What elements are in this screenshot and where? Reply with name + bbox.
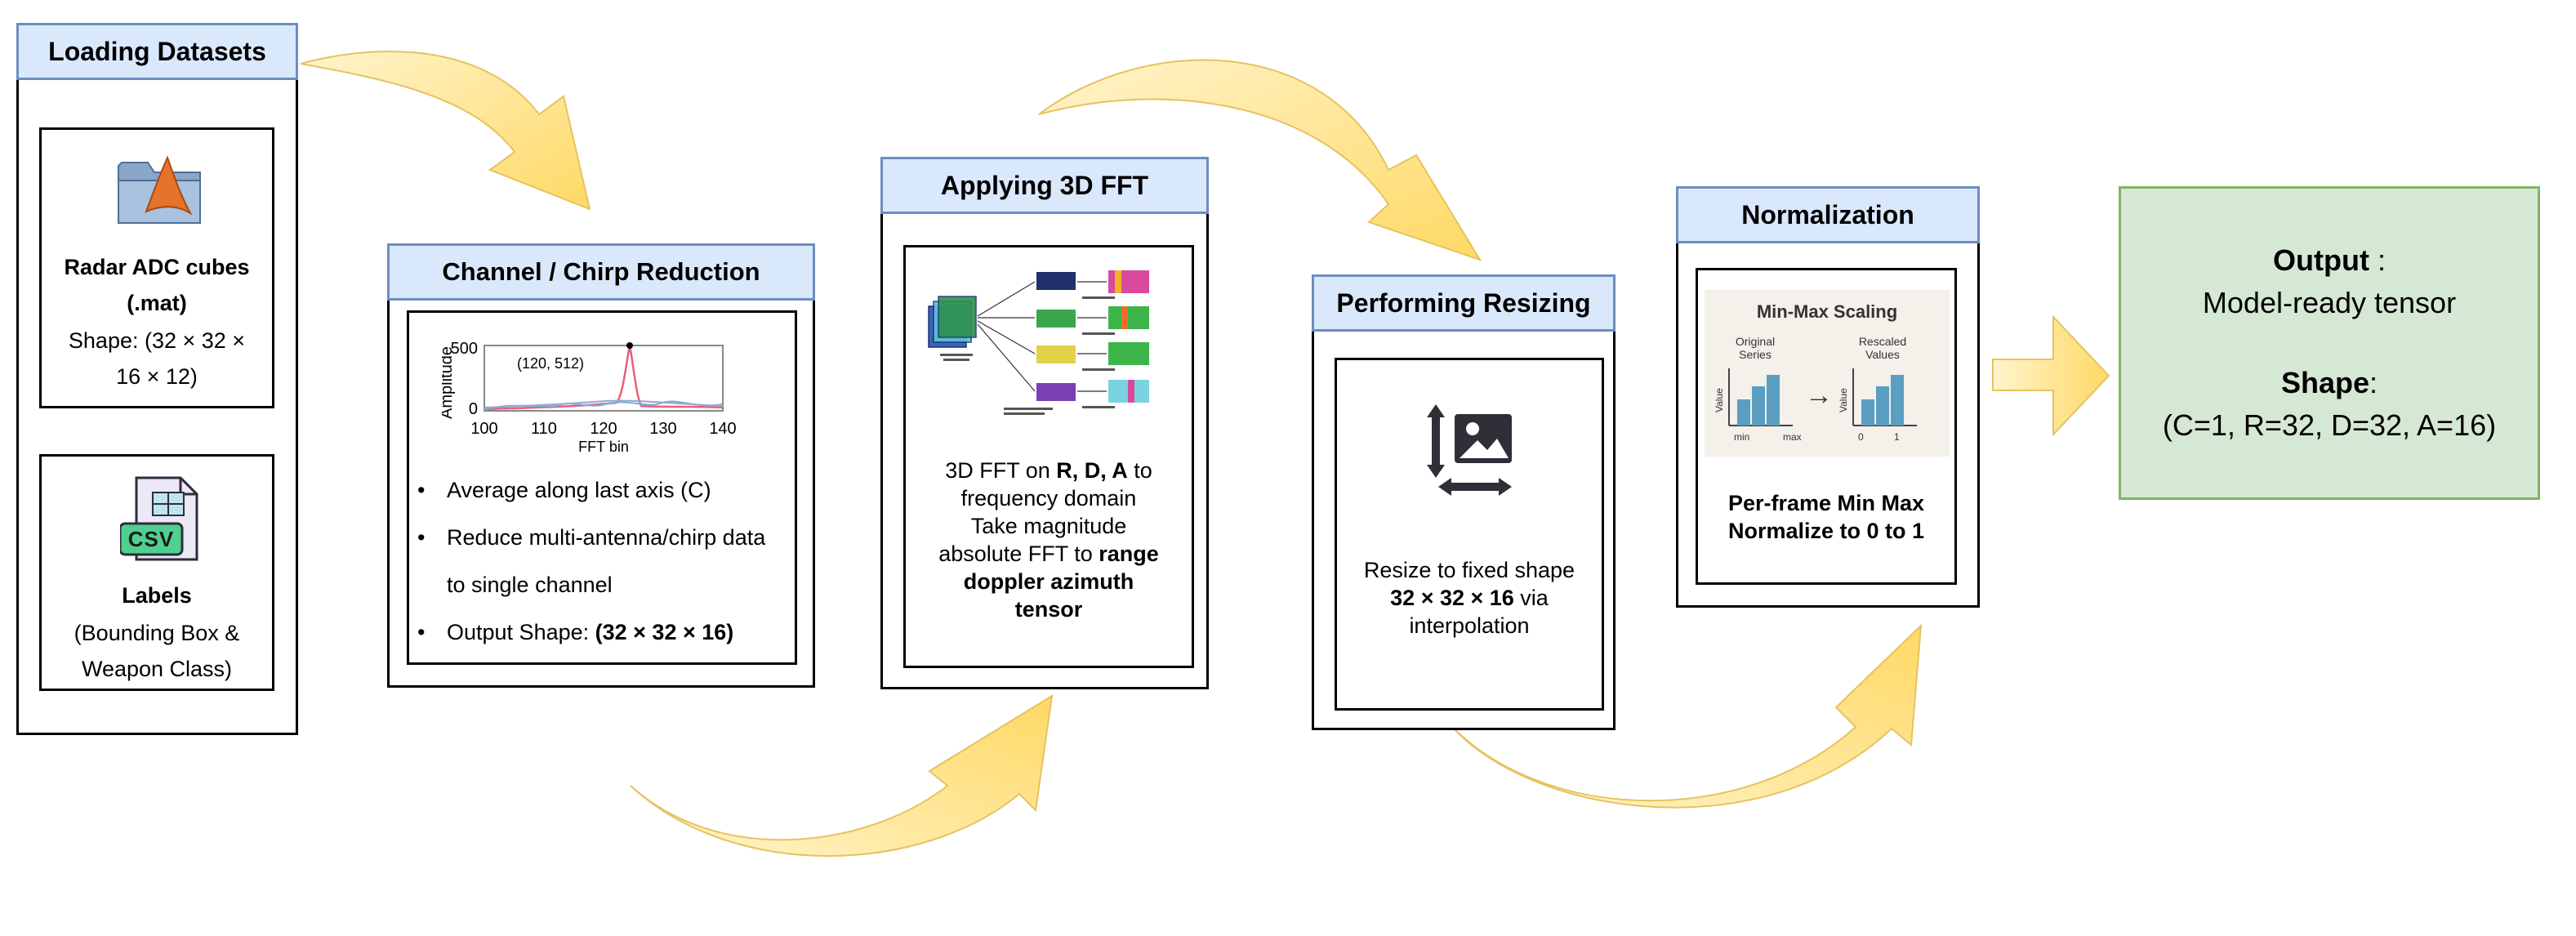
resize-desc-line3: interpolation (1409, 613, 1530, 638)
y-tick-500: 500 (451, 340, 478, 358)
right-max-label: 1 (1894, 431, 1900, 443)
fft-card: 3D FFT on R, D, A to frequency domain Ta… (903, 245, 1194, 668)
radar-title-line2: (.mat) (127, 291, 187, 315)
right-min-label: 0 (1858, 431, 1864, 443)
bullet-reduce-cont: to single channel (447, 573, 613, 597)
loading-datasets-title: Loading Datasets (16, 23, 298, 80)
resizing-title: Performing Resizing (1312, 274, 1616, 332)
fft-cube-diagram-icon (928, 270, 1149, 415)
output-shape-value: (32 × 32 × 16) (595, 620, 734, 644)
scaling-arrow: → (1805, 380, 1833, 411)
x-tick-140: 140 (709, 420, 736, 438)
channel-reduction-card: (120, 512) 500 0 Amplitude 100 110 120 1… (407, 310, 797, 665)
labels-desc-line1: (Bounding Box & (74, 621, 240, 645)
x-axis-label: FFT bin (578, 439, 629, 455)
x-tick-100: 100 (470, 420, 497, 438)
csv-file-icon: CSV (120, 475, 202, 563)
rescaled-label-2: Values (1865, 348, 1900, 361)
normalization-line2: Normalize to 0 to 1 (1727, 519, 1925, 543)
normalization-title: Normalization (1676, 186, 1980, 243)
fft-amplitude-plot: (120, 512) 500 0 Amplitude 100 110 120 1… (442, 340, 737, 455)
labels-desc-line2: Weapon Class) (81, 657, 233, 681)
fft-title: Applying 3D FFT (880, 157, 1209, 214)
x-tick-130: 130 (649, 420, 676, 438)
fft-desc-line2: frequency domain (960, 486, 1137, 510)
output-shape-suffix: : (2369, 366, 2378, 399)
value-axis-left: Value (1714, 388, 1725, 412)
output-label: Output (2273, 243, 2369, 277)
rescaled-label-1: Rescaled (1859, 335, 1906, 348)
straight-arrow (1992, 314, 2110, 437)
resize-desc-line2: 32 × 32 × 16 via (1337, 584, 1602, 612)
bullet-output-shape: Output Shape: (32 × 32 × 16) (409, 608, 793, 656)
csv-tag: CSV (127, 527, 175, 551)
channel-reduction-title: Channel / Chirp Reduction (387, 243, 815, 301)
output-desc: Model-ready tensor (2202, 286, 2457, 319)
fft-desc-line4: absolute FFT to range (906, 540, 1192, 568)
radar-adc-card: Radar ADC cubes (.mat) Shape: (32 × 32 ×… (39, 127, 274, 408)
labels-title: Labels (122, 583, 192, 608)
original-label-2: Series (1739, 348, 1772, 361)
output-shape-label: Shape (2280, 366, 2370, 399)
resize-desc-line1: Resize to fixed shape (1363, 558, 1575, 582)
output-panel: Output : Model-ready tensor Shape: (C=1,… (2119, 186, 2540, 500)
output-shape-value: (C=1, R=32, D=32, A=16) (2162, 408, 2497, 442)
y-tick-0: 0 (469, 400, 478, 418)
fft-line1-suffix: to (1127, 458, 1152, 483)
fft-desc-line6: tensor (1014, 597, 1083, 622)
original-label-1: Original (1736, 335, 1775, 348)
radar-title-line1: Radar ADC cubes (64, 255, 250, 279)
left-max-label: max (1783, 431, 1802, 443)
output-shape-prefix: Output Shape: (447, 620, 595, 644)
fft-line4-prefix: absolute FFT to (938, 542, 1099, 566)
value-axis-right: Value (1838, 388, 1849, 412)
fft-desc-line5: doppler azimuth (963, 569, 1134, 594)
peak-label: (120, 512) (517, 355, 584, 372)
labels-card: CSV Labels (Bounding Box & Weapon Class) (39, 454, 274, 691)
curved-arrow-3 (1038, 59, 1482, 261)
y-axis-label: Amplitude (442, 346, 456, 419)
output-shape-line: Shape: (2121, 365, 2538, 401)
image-resize-icon (1427, 404, 1512, 496)
fft-desc-line3: Take magnitude (970, 514, 1127, 538)
fft-line4-bold: range (1099, 542, 1159, 566)
min-max-scaling-chart: Min-Max Scaling Original Series Rescaled… (1705, 290, 1950, 457)
curved-arrow-4 (1453, 623, 1923, 809)
fft-line1-prefix: 3D FFT on (945, 458, 1057, 483)
normalization-card: Min-Max Scaling Original Series Rescaled… (1696, 268, 1957, 585)
curved-arrow-1 (300, 50, 591, 211)
curved-arrow-2 (630, 694, 1054, 857)
resizing-card: Resize to fixed shape 32 × 32 × 16 via i… (1335, 358, 1604, 711)
fft-desc-line1: 3D FFT on R, D, A to (906, 457, 1192, 484)
minmax-title: Min-Max Scaling (1757, 301, 1897, 322)
fft-line1-bold: R, D, A (1056, 458, 1128, 483)
left-min-label: min (1734, 431, 1749, 443)
output-label-suffix: : (2369, 243, 2386, 277)
normalization-line1: Per-frame Min Max (1727, 491, 1925, 515)
x-tick-120: 120 (590, 420, 617, 438)
bullet-average: Average along last axis (C) (409, 466, 793, 514)
resize-shape-value: 32 × 32 × 16 (1390, 586, 1514, 610)
matlab-folder-icon (118, 155, 201, 224)
reduction-bullet-list: Average along last axis (C) Reduce multi… (409, 466, 793, 656)
x-tick-110: 110 (531, 420, 557, 438)
radar-shape-line2: 16 × 12) (116, 364, 198, 389)
output-label-line: Output : (2121, 243, 2538, 279)
radar-shape-line1: Shape: (32 × 32 × (68, 328, 246, 353)
resize-line2-suffix: via (1513, 586, 1549, 610)
bullet-reduce: Reduce multi-antenna/chirp data (409, 514, 793, 561)
